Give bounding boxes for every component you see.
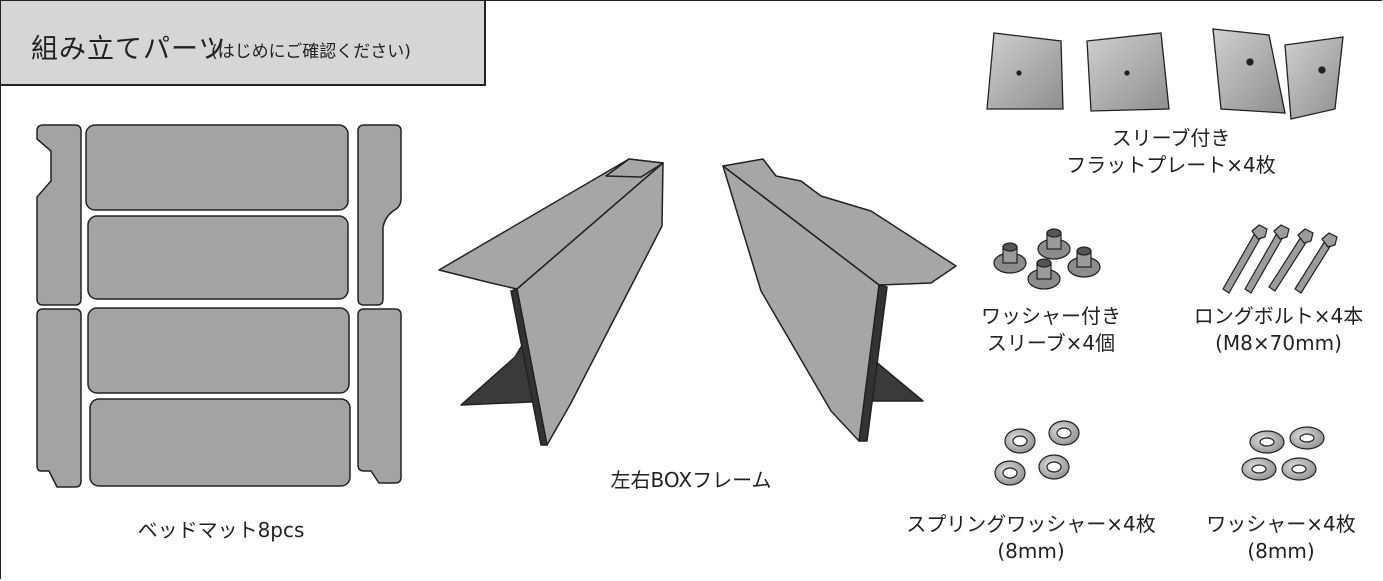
bed-mat-center-1 <box>85 124 349 211</box>
spring-washer-label: スプリングワッシャー×4枚 (8mm) <box>906 512 1156 563</box>
bed-mat-set <box>36 124 402 488</box>
title-sub: (はじめにご確認ください) <box>211 42 411 62</box>
bed-mat-center-2 <box>87 215 349 300</box>
title-box: 組み立てパーツ (はじめにご確認ください) <box>1 1 486 86</box>
box-frame-left <box>438 158 664 446</box>
bed-mat-label: ベッドマット8pcs <box>137 518 305 542</box>
washer-set <box>1241 426 1325 481</box>
bed-mat-right-bottom <box>357 308 402 484</box>
long-bolt-set <box>1222 224 1338 294</box>
box-frame-label: 左右BOXフレーム <box>610 468 772 492</box>
flat-plate-4 <box>1284 36 1344 120</box>
flat-plate-3 <box>1212 28 1286 114</box>
bed-mat-center-4 <box>89 398 351 487</box>
flat-plate-1 <box>986 32 1064 110</box>
bed-mat-left-bottom <box>36 308 82 488</box>
sleeve-label: ワッシャー付き スリーブ×4個 <box>981 304 1121 355</box>
bed-mat-left-top <box>36 124 82 306</box>
bed-mat-right-top <box>357 124 402 306</box>
sleeve-set <box>993 228 1101 290</box>
title-main: 組み立てパーツ <box>31 34 227 65</box>
long-bolt-label: ロングボルト×4本 (M8×70mm) <box>1193 304 1364 355</box>
bed-mat-center-3 <box>87 307 350 394</box>
washer-label: ワッシャー×4枚 (8mm) <box>1206 512 1356 563</box>
spring-washer-set <box>994 420 1080 486</box>
flat-plate-set <box>986 28 1344 120</box>
flat-plate-label: スリーブ付き フラットプレート×4枚 <box>1066 126 1276 177</box>
box-frame-right <box>722 158 957 442</box>
